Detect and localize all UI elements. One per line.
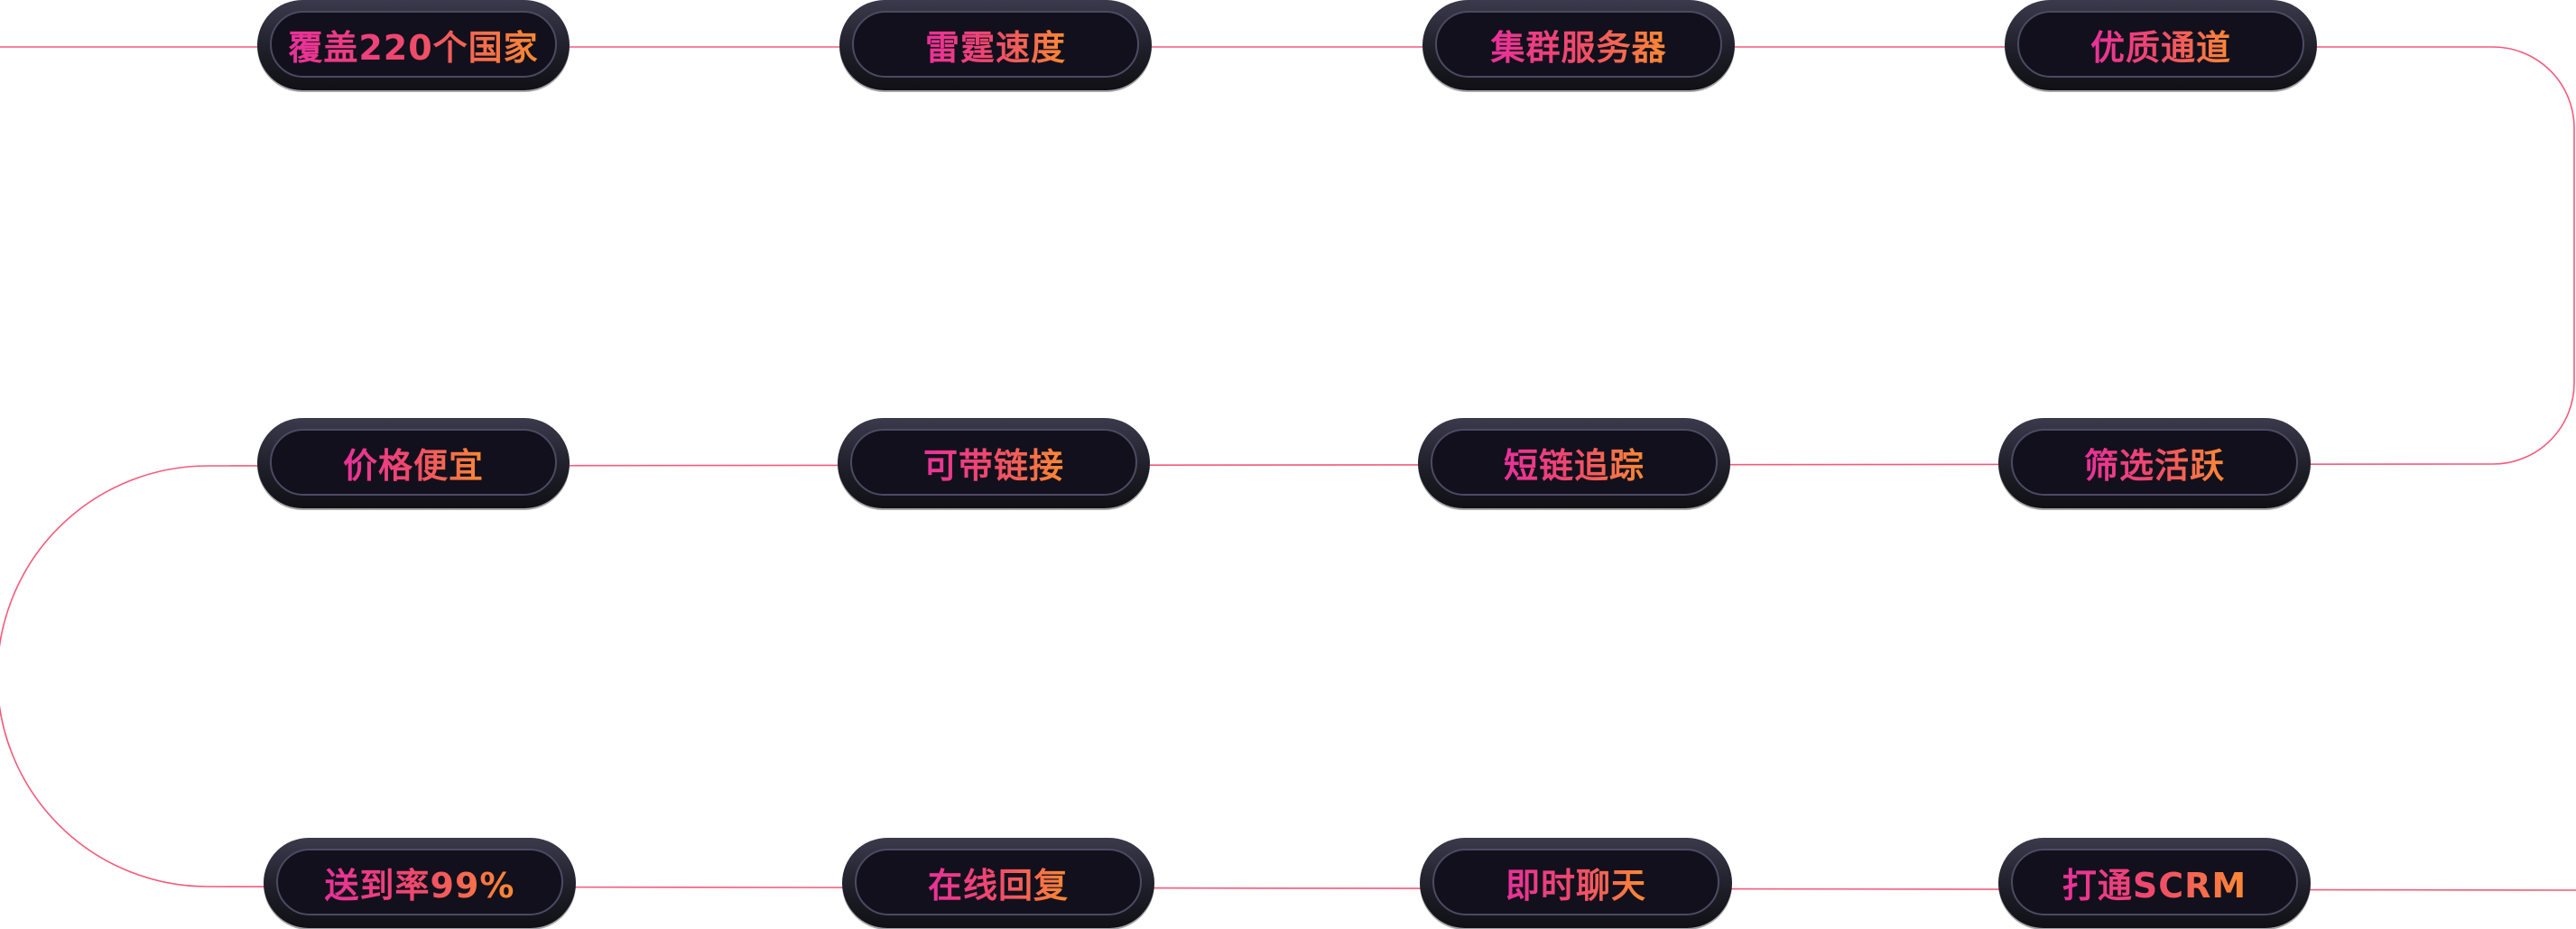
feature-label: 雷霆速度 bbox=[925, 20, 1066, 70]
feature-pill-low-price: 价格便宜 bbox=[257, 418, 570, 508]
feature-pill-instant-chat: 即时聊天 bbox=[1420, 838, 1732, 928]
feature-label: 优质通道 bbox=[2090, 20, 2231, 70]
feature-pill-online-reply: 在线回复 bbox=[842, 838, 1154, 928]
feature-pill-speed: 雷霆速度 bbox=[839, 0, 1152, 90]
feature-label: 即时聊天 bbox=[1506, 858, 1646, 907]
feature-label: 价格便宜 bbox=[343, 438, 484, 488]
feature-label: 送到率99% bbox=[325, 858, 515, 907]
feature-pill-quality-channel: 优质通道 bbox=[2005, 0, 2317, 90]
feature-label: 短链追踪 bbox=[1504, 438, 1645, 488]
feature-label: 在线回复 bbox=[928, 858, 1069, 907]
feature-label: 筛选活跃 bbox=[2084, 438, 2225, 488]
feature-label: 覆盖220个国家 bbox=[288, 20, 538, 70]
feature-pill-coverage: 覆盖220个国家 bbox=[257, 0, 570, 90]
feature-label: 可带链接 bbox=[923, 438, 1064, 488]
feature-pill-cluster-servers: 集群服务器 bbox=[1422, 0, 1735, 90]
feature-pill-delivery-rate: 送到率99% bbox=[264, 838, 576, 928]
feature-label: 打通SCRM bbox=[2062, 858, 2247, 907]
feature-label: 集群服务器 bbox=[1490, 20, 1666, 70]
feature-pill-short-link-tracking: 短链追踪 bbox=[1418, 418, 1730, 508]
feature-pill-links: 可带链接 bbox=[838, 418, 1150, 508]
feature-pill-scrm: 打通SCRM bbox=[1998, 838, 2311, 928]
feature-pill-active-filter: 筛选活跃 bbox=[1998, 418, 2311, 508]
